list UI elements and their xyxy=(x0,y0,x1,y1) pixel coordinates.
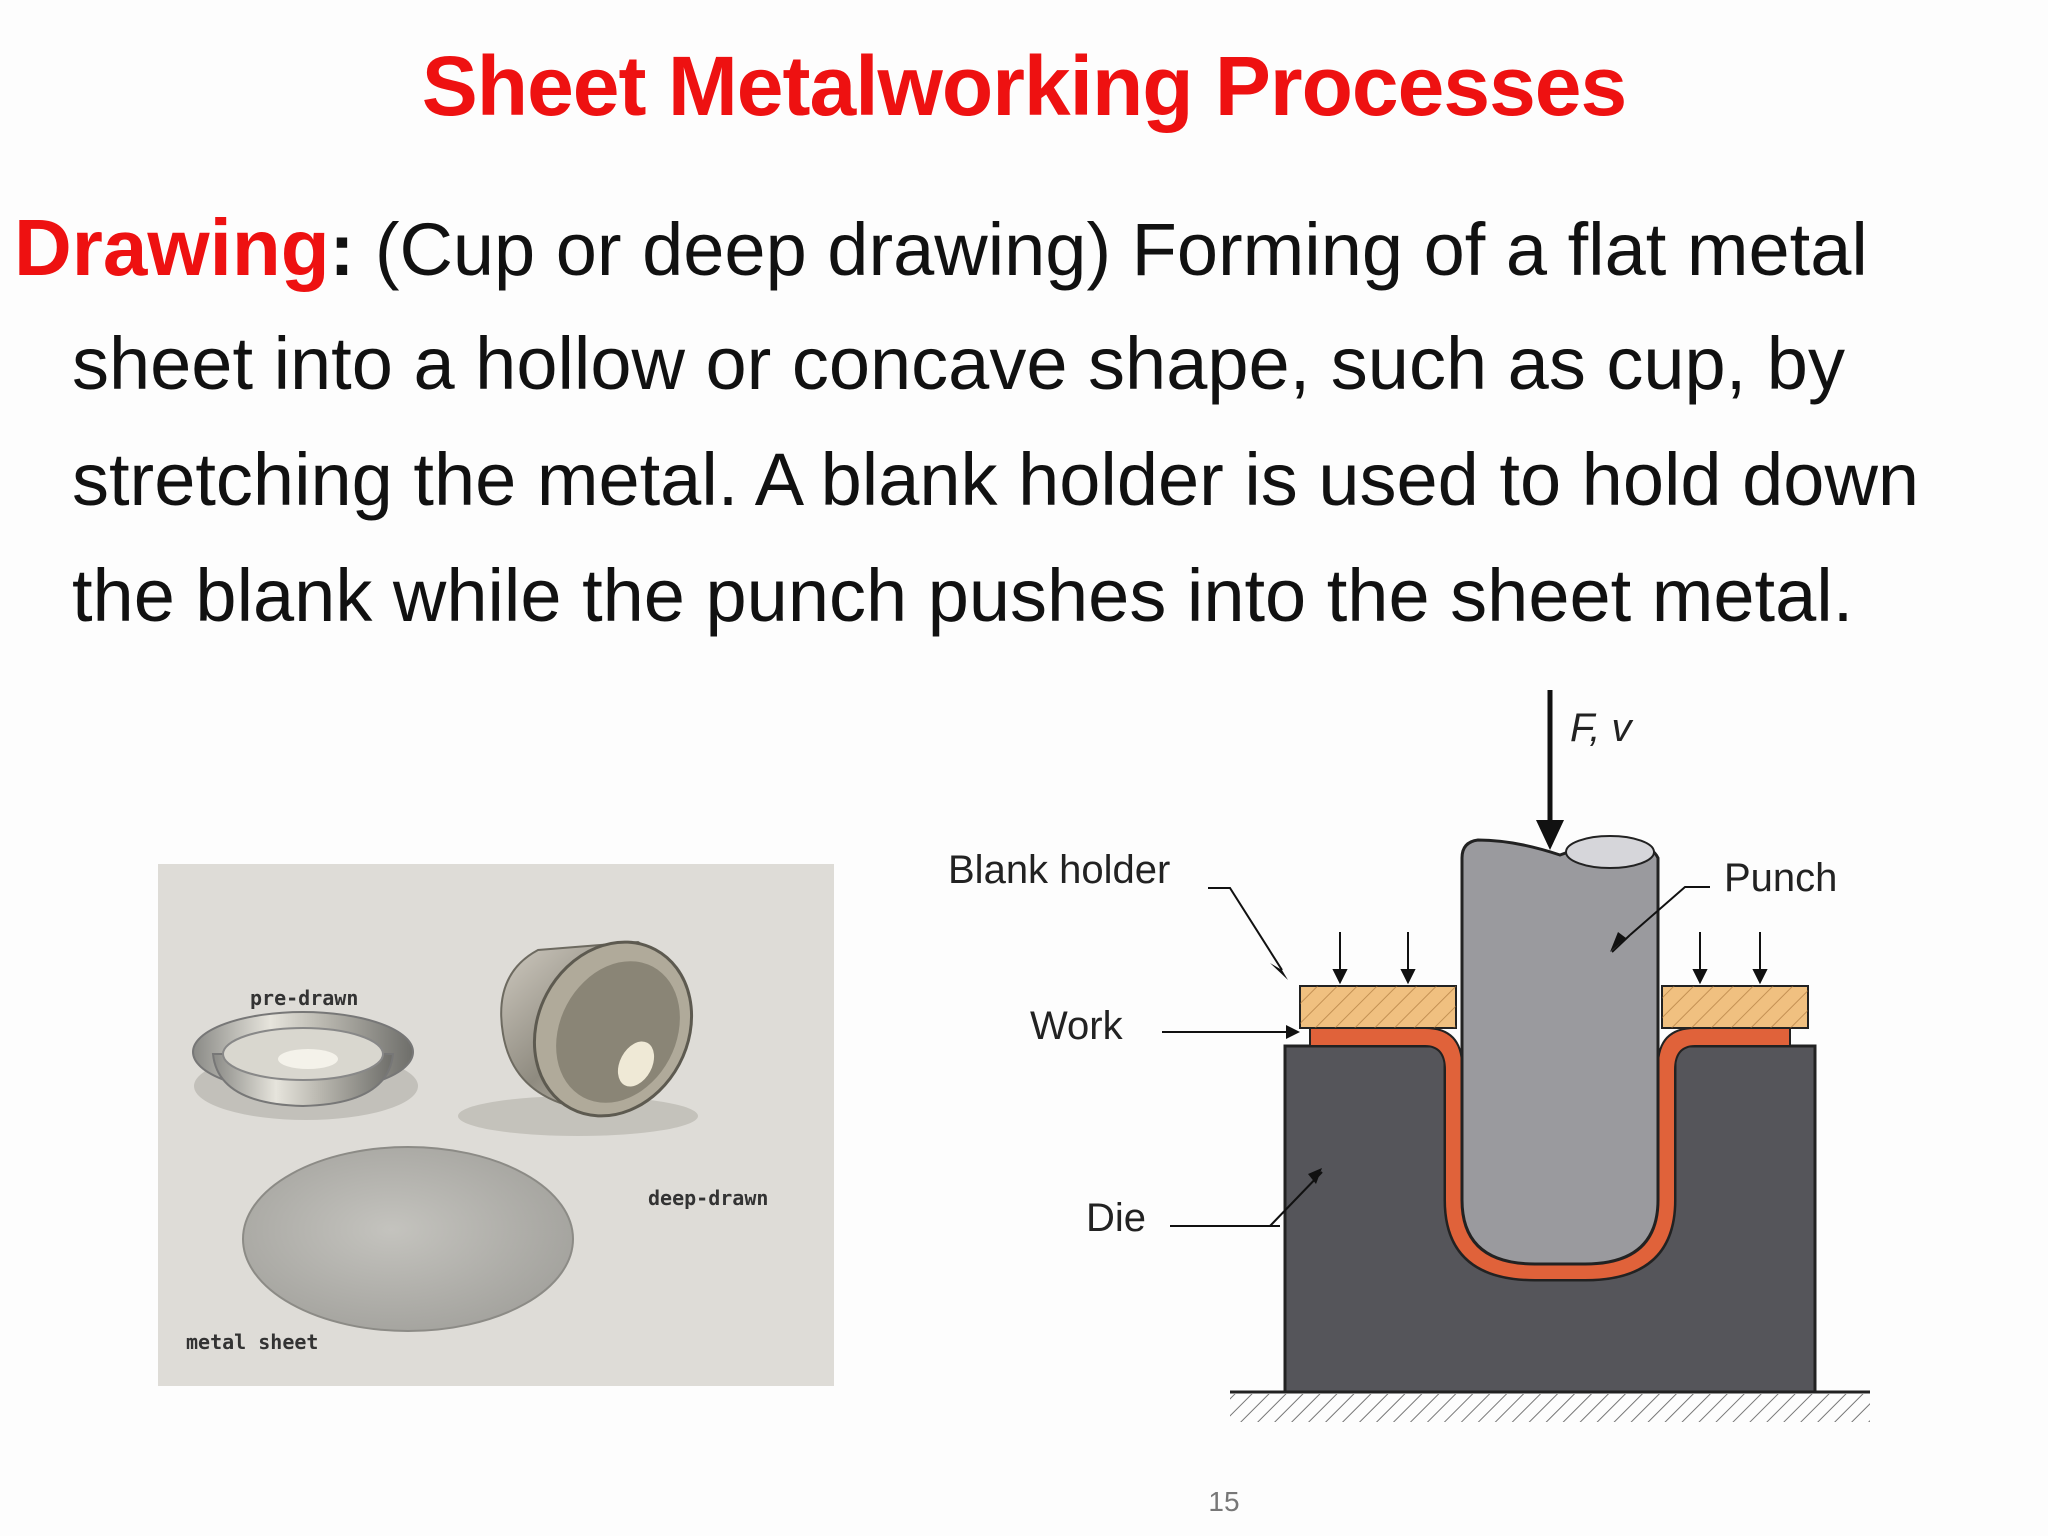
label-die: Die xyxy=(1086,1196,1147,1240)
label-punch: Punch xyxy=(1724,856,1838,900)
definition-line-4: the blank while the punch pushes into th… xyxy=(72,554,1854,637)
page-number: 15 xyxy=(1208,1486,1240,1517)
definition-line-1: Drawing: (Cup or deep drawing) Forming o… xyxy=(14,190,1974,306)
term-colon: : xyxy=(329,208,355,291)
definition-line-3: stretching the metal. A blank holder is … xyxy=(72,438,1920,521)
term-drawing: Drawing xyxy=(14,203,330,292)
punch xyxy=(1460,838,1660,1266)
label-blank-holder: Blank holder xyxy=(948,848,1171,892)
definition-line-2: sheet into a hollow or concave shape, su… xyxy=(72,322,1845,405)
deep-drawing-diagram: F, v Blank holder Punch Work Die xyxy=(930,680,1930,1440)
label-deep-drawn: deep-drawn xyxy=(648,1186,769,1210)
label-pre-drawn: pre-drawn xyxy=(250,986,359,1010)
force-arrow xyxy=(1536,690,1564,850)
definition-paragraph: Drawing: (Cup or deep drawing) Forming o… xyxy=(14,190,1974,654)
label-work: Work xyxy=(1030,1004,1123,1048)
label-metal-sheet: metal sheet xyxy=(186,1330,319,1354)
drawn-parts-photo: pre-drawn deep-drawn metal sheet xyxy=(158,864,834,1386)
slide-title: Sheet Metalworking Processes xyxy=(421,39,1627,133)
label-force: F, v xyxy=(1570,706,1632,750)
definition-line-1-text: (Cup or deep drawing) Forming of a flat … xyxy=(374,208,1868,291)
